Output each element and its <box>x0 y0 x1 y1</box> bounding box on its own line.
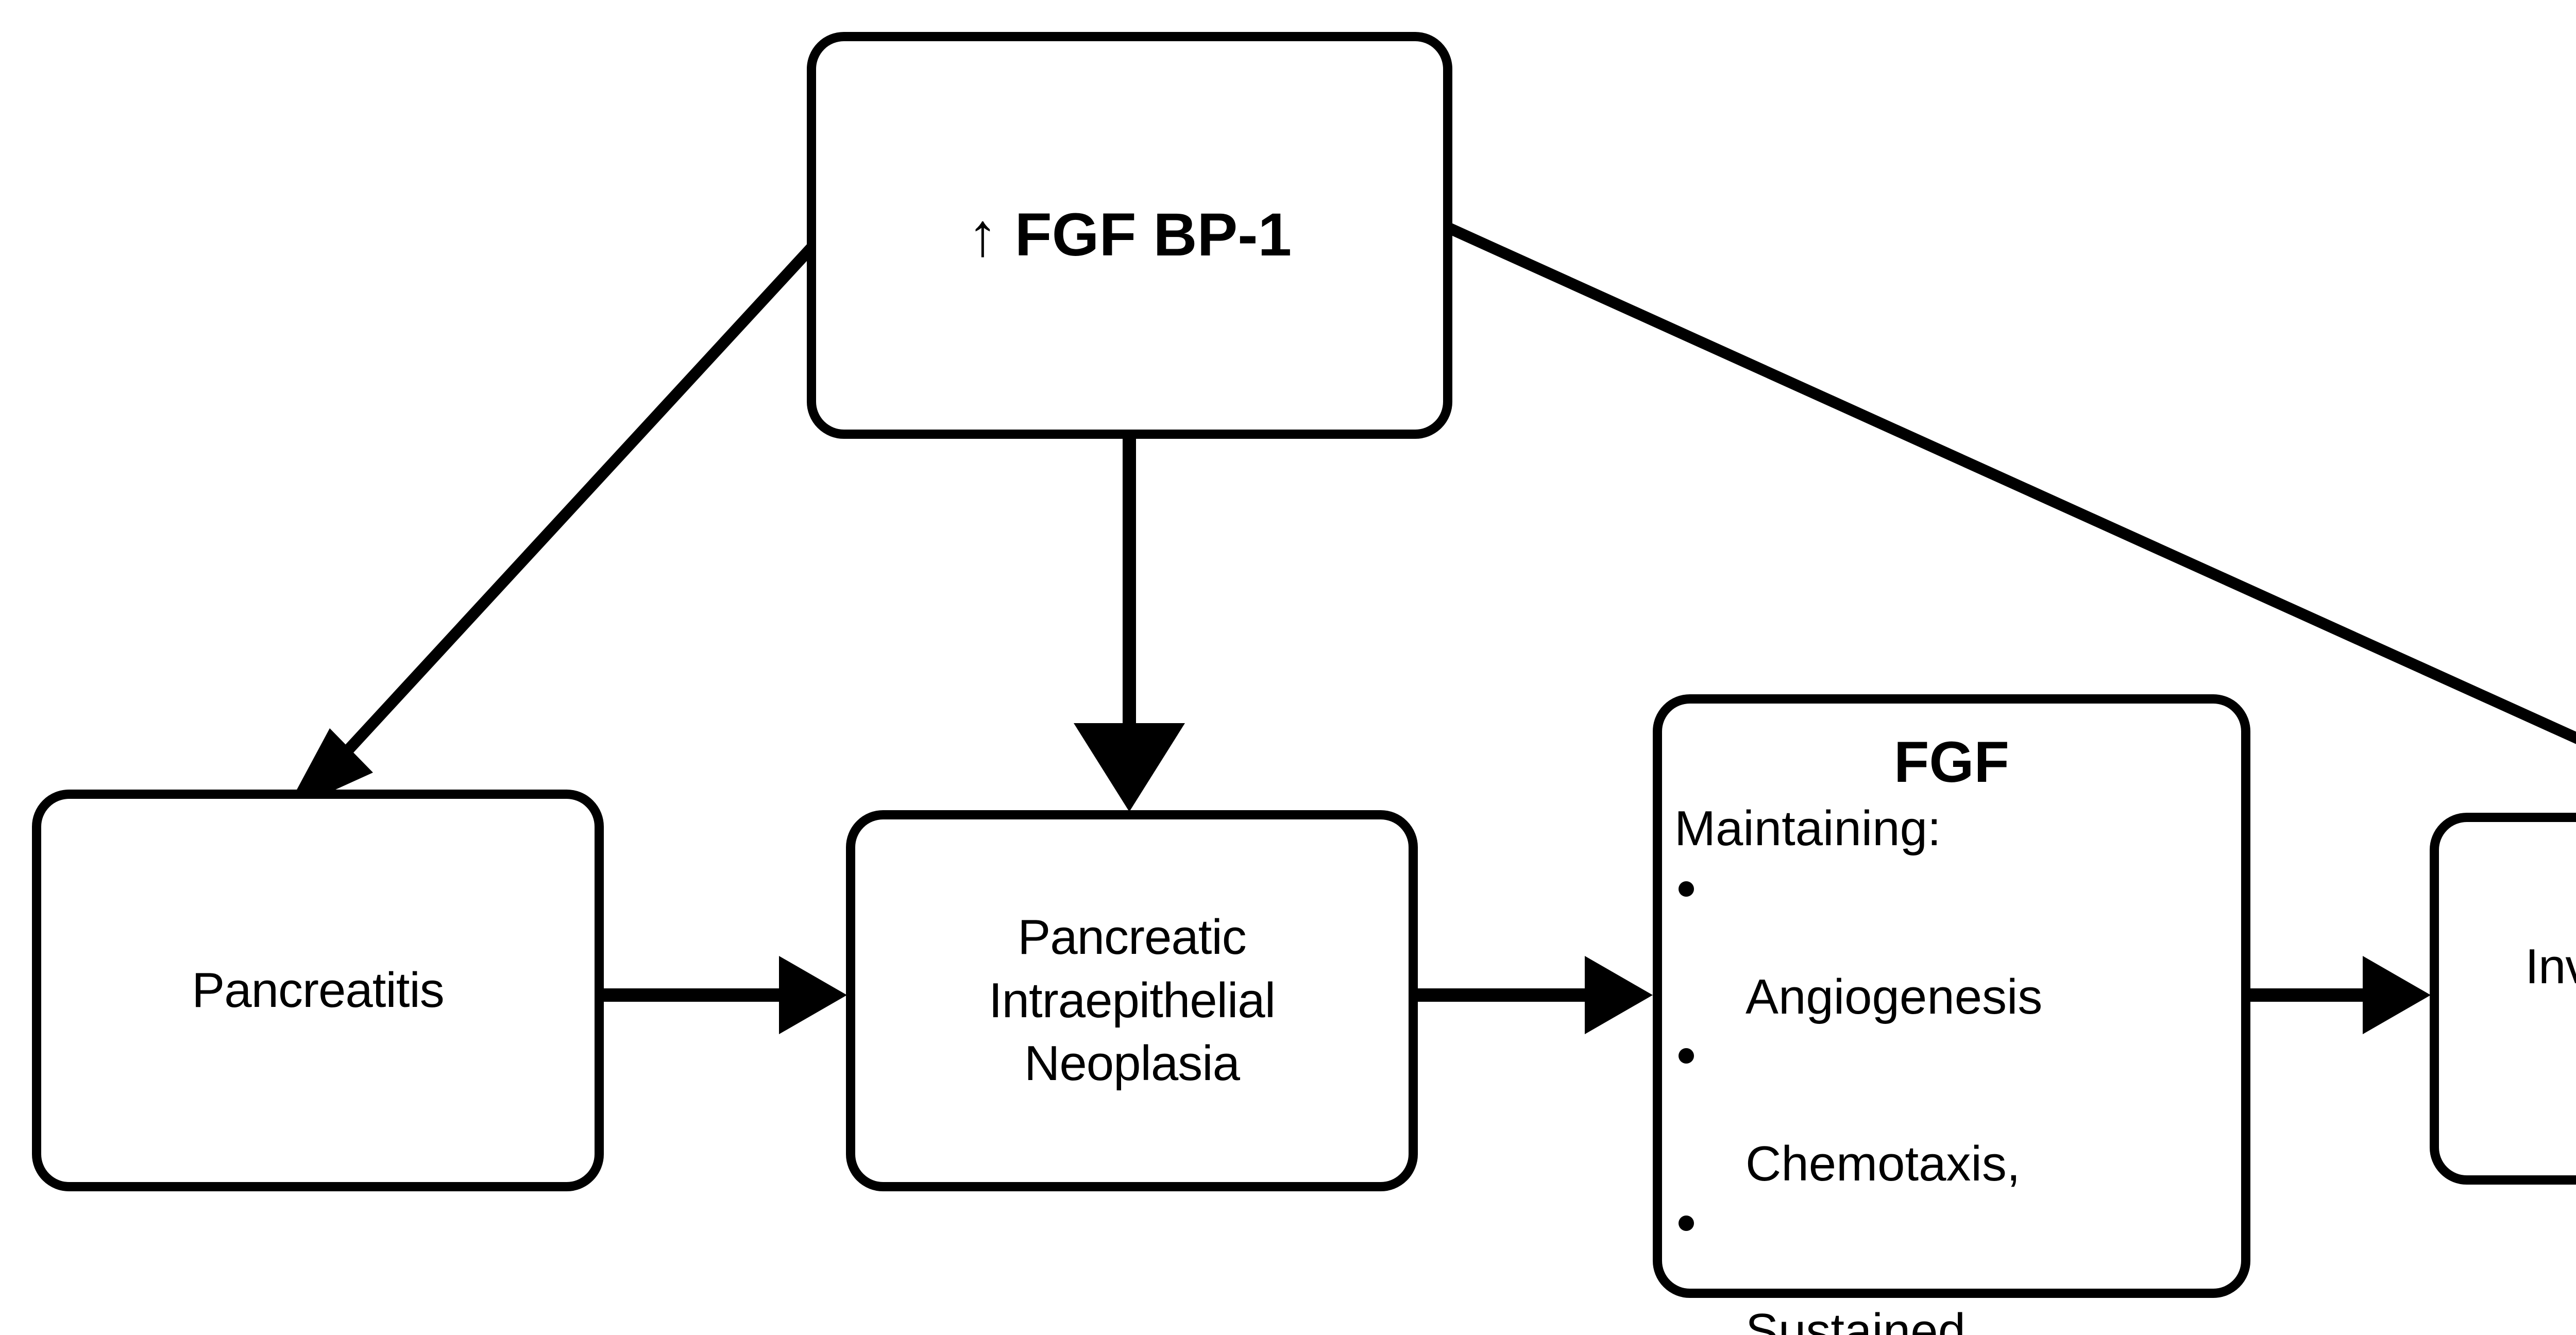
node-invasive-pancreatic-cancer-label: Invasive Pancreatic Cancer <box>2525 939 2576 995</box>
edge-pancreatitis-to-panin <box>604 956 847 1034</box>
node-fgf-bp-1-label: ↑ FGF BP-1 <box>967 201 1292 269</box>
list-item-label: Chemotaxis, <box>1745 1136 2021 1192</box>
node-pancreatic-intraepithelial-neoplasia[interactable]: Pancreatic Intraepithelial Neoplasia <box>846 810 1418 1191</box>
node-fgf-subtitle: Maintaining: <box>1674 801 1941 857</box>
edge-fgf-to-cancer <box>2250 956 2431 1034</box>
list-item: Angiogenesis <box>1674 859 2241 1025</box>
list-item: Chemotaxis, <box>1674 1025 2241 1192</box>
node-fgf-bp-1[interactable]: ↑ FGF BP-1 <box>807 32 1452 439</box>
edge-fgfbp1-to-pancreatitis <box>284 218 839 813</box>
node-fgf-title: FGF <box>1894 730 2009 794</box>
edge-panin-to-fgf <box>1418 956 1653 1034</box>
node-invasive-pancreatic-cancer[interactable]: Invasive Pancreatic Cancer <box>2430 813 2576 1185</box>
list-item-label: Angiogenesis <box>1745 969 2043 1024</box>
node-pancreatitis-label: Pancreatitis <box>192 962 445 1018</box>
node-pancreatic-intraepithelial-neoplasia-label: Pancreatic Intraepithelial Neoplasia <box>988 909 1276 1091</box>
node-pancreatitis[interactable]: Pancreatitis <box>32 790 604 1191</box>
node-fgf-bullet-list: Angiogenesis Chemotaxis, Sustained Proli… <box>1662 859 2241 1335</box>
node-fgf[interactable]: FGF Maintaining: Angiogenesis Chemotaxis… <box>1653 694 2250 1335</box>
bullet-icon <box>1679 1215 1694 1231</box>
edge-fgfbp1-to-cancer <box>1420 211 2576 744</box>
list-item-label: Sustained Proliferation <box>1745 1303 1965 1335</box>
list-item: Sustained Proliferation <box>1674 1193 2241 1335</box>
bullet-icon <box>1679 881 1694 897</box>
bullet-icon <box>1679 1048 1694 1064</box>
edge-fgfbp1-to-panin <box>1074 439 1185 812</box>
